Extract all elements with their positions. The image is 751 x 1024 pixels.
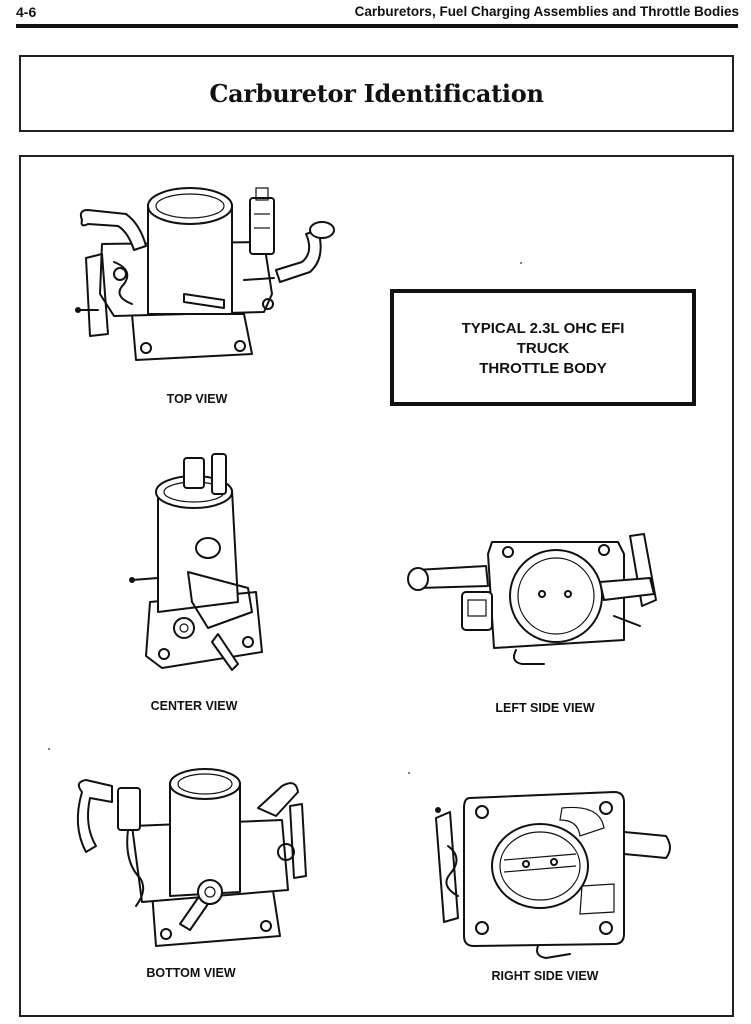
throttle-body-bottom-view	[72, 766, 312, 956]
header-rule	[16, 24, 738, 28]
figure-frame	[19, 155, 734, 1017]
caption-line-1: TYPICAL 2.3L OHC EFI	[461, 319, 625, 337]
bottom-view-label: BOTTOM VIEW	[146, 966, 236, 980]
scan-speck	[48, 748, 50, 750]
scan-speck	[520, 262, 522, 264]
section-title-box: Carburetor Identification	[19, 55, 734, 132]
page-number: 4-6	[16, 4, 37, 20]
throttle-body-top-view	[74, 184, 339, 374]
throttle-body-right-side-view	[430, 788, 675, 959]
left-side-view-label: LEFT SIDE VIEW	[495, 701, 595, 715]
center-view-label: CENTER VIEW	[150, 699, 238, 713]
right-side-view-label: RIGHT SIDE VIEW	[491, 969, 599, 983]
throttle-body-left-side-view	[404, 530, 674, 670]
caption-line-2: TRUCK	[516, 339, 570, 357]
section-title: Carburetor Identification	[209, 79, 544, 108]
figure-caption-box: TYPICAL 2.3L OHC EFI TRUCK THROTTLE BODY	[390, 289, 696, 406]
top-view-label: TOP VIEW	[166, 392, 228, 406]
scan-speck	[408, 772, 410, 774]
caption-line-3: THROTTLE BODY	[479, 359, 607, 377]
running-header: Carburetors, Fuel Charging Assemblies an…	[354, 4, 739, 19]
throttle-body-center-view	[128, 452, 268, 682]
